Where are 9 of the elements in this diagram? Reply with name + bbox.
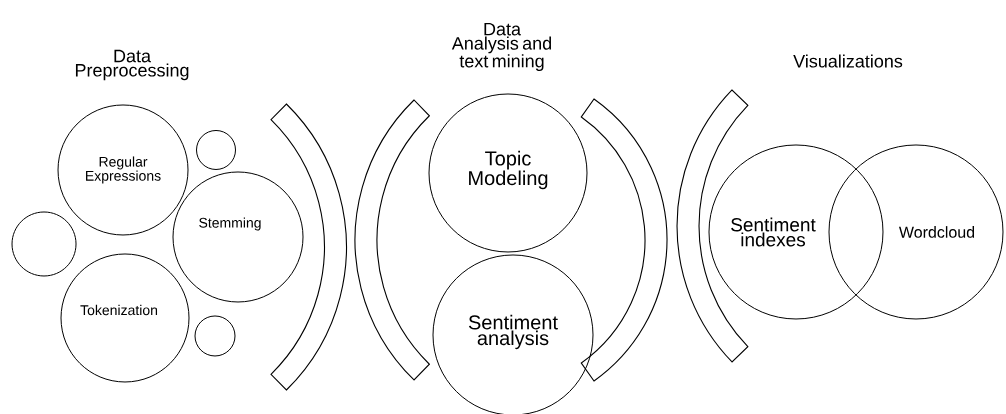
stage-heading: Visualizations — [793, 54, 903, 68]
stage-heading: Data Preprocessing — [75, 49, 189, 81]
bracket-shape — [580, 98, 668, 382]
empty-circle — [194, 315, 236, 357]
bracket-shape — [354, 99, 430, 381]
bracket-shape — [270, 103, 347, 391]
empty-circle — [196, 130, 236, 170]
empty-circle — [11, 211, 77, 277]
stage-heading: Data Analysis and text mining — [451, 22, 551, 72]
